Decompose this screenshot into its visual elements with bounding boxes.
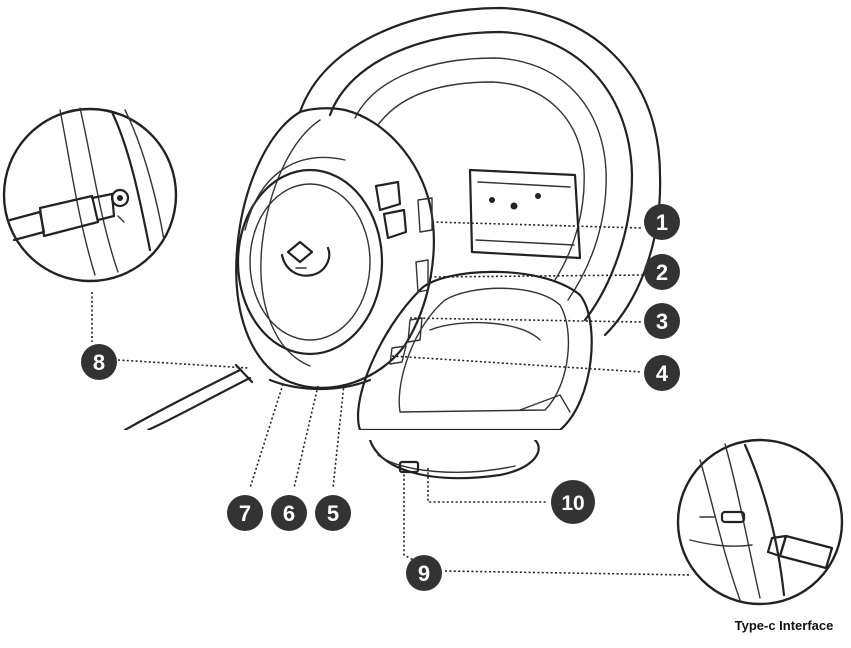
callout-badges: 1 2 3 4 5 6 7 8 (81, 204, 680, 591)
left-ear-cup (236, 108, 434, 389)
section-divider (0, 430, 851, 440)
callout-1: 1 (644, 204, 680, 240)
type-c-inset: Type-c Interface (678, 440, 842, 633)
callout-9: 9 (406, 555, 442, 591)
brand-logo (282, 242, 329, 276)
svg-text:10: 10 (561, 492, 584, 515)
svg-text:4: 4 (656, 361, 669, 386)
svg-text:2: 2 (656, 260, 668, 285)
volume-down-button[interactable] (384, 210, 406, 238)
callout-8: 8 (81, 344, 117, 380)
callout-10: 10 (551, 480, 595, 524)
headband (300, 8, 660, 335)
svg-text:7: 7 (239, 501, 251, 526)
svg-text:8: 8 (93, 350, 105, 375)
svg-text:5: 5 (327, 501, 339, 526)
svg-text:1: 1 (656, 210, 668, 235)
headset-cable (125, 365, 252, 430)
callout-6: 6 (271, 495, 307, 531)
svg-text:3: 3 (656, 309, 668, 334)
callout-7: 7 (227, 495, 263, 531)
right-ear-cup (358, 272, 592, 478)
callout-5: 5 (315, 495, 351, 531)
callout-4: 4 (644, 355, 680, 391)
callout-2: 2 (644, 254, 680, 290)
volume-up-button[interactable] (376, 182, 400, 210)
svg-text:6: 6 (283, 501, 295, 526)
audio-jack-inset (4, 108, 176, 281)
type-c-caption: Type-c Interface (735, 618, 834, 633)
svg-text:9: 9 (418, 561, 430, 586)
callout-3: 3 (644, 303, 680, 339)
